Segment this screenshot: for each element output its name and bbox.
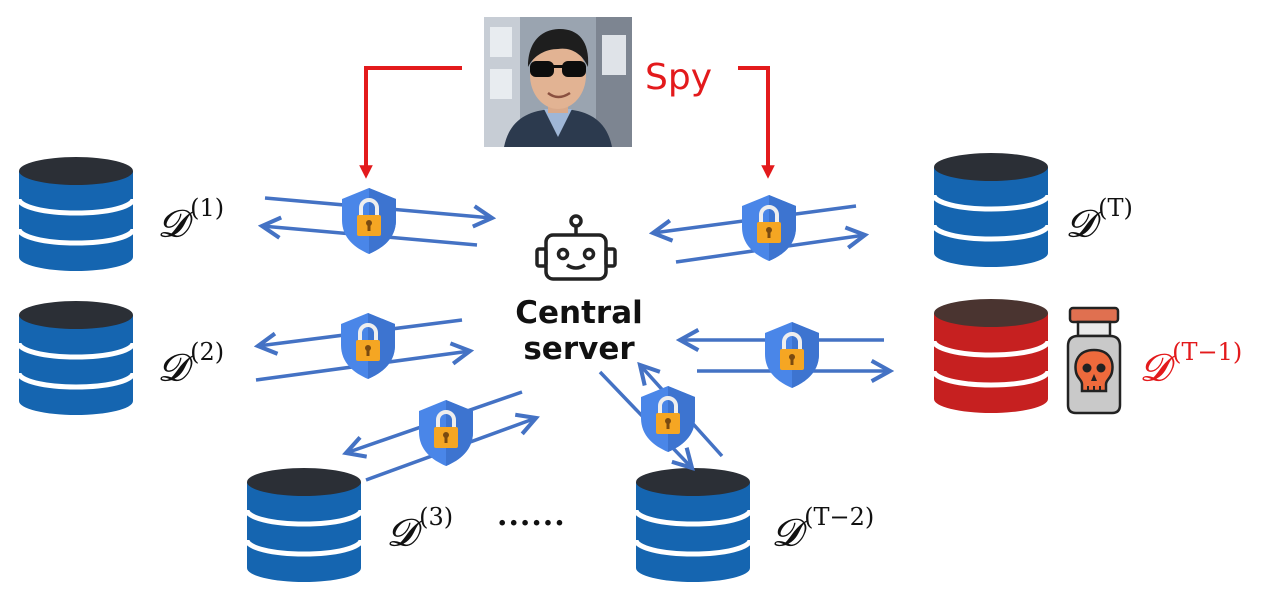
database-icon-2 xyxy=(19,301,133,415)
client-label-1-sup: (1) xyxy=(190,194,225,222)
client-label-t-1: 𝓓(T−1) xyxy=(1140,340,1242,386)
client-label-2-sup: (2) xyxy=(190,338,225,366)
ellipsis: ...... xyxy=(497,498,566,533)
client-label-t-2: 𝓓(T−2) xyxy=(772,505,874,551)
client-label-3-base: 𝓓 xyxy=(387,510,417,555)
server-label-line1: Central xyxy=(515,295,643,331)
client-label-3: 𝓓(3) xyxy=(387,505,453,551)
client-label-t-2-base: 𝓓 xyxy=(772,510,802,555)
client-label-t-2-sup: (T−2) xyxy=(804,503,875,531)
client-label-2-base: 𝓓 xyxy=(158,345,188,390)
database-icon-t-2 xyxy=(636,468,750,582)
lock-shield-icon-t-1 xyxy=(763,320,821,390)
database-icon-t-1 xyxy=(934,299,1048,413)
client-label-t-base: 𝓓 xyxy=(1066,201,1096,246)
client-label-t-1-base: 𝓓 xyxy=(1140,345,1170,390)
robot-icon xyxy=(535,214,617,281)
server-label-line2: server xyxy=(523,331,635,367)
spy-label: Spy xyxy=(645,57,713,98)
database-icon-t xyxy=(934,153,1048,267)
central-server-label: Central server xyxy=(508,295,650,367)
spy-arrow-left xyxy=(359,66,462,179)
client-label-2: 𝓓(2) xyxy=(158,340,224,386)
spy-arrow-right xyxy=(738,66,775,179)
database-icon-1 xyxy=(19,157,133,271)
spy-photo xyxy=(484,17,632,147)
lock-shield-icon-t-2 xyxy=(639,384,697,454)
client-label-t-sup: (T) xyxy=(1098,194,1133,222)
client-label-1: 𝓓(1) xyxy=(158,196,224,242)
client-label-t: 𝓓(T) xyxy=(1066,196,1133,242)
poison-bottle-icon xyxy=(1066,306,1122,415)
client-label-1-base: 𝓓 xyxy=(158,201,188,246)
database-icon-3 xyxy=(247,468,361,582)
client-label-3-sup: (3) xyxy=(419,503,454,531)
client-label-t-1-sup: (T−1) xyxy=(1172,338,1243,366)
lock-shield-icon-1 xyxy=(340,186,398,256)
